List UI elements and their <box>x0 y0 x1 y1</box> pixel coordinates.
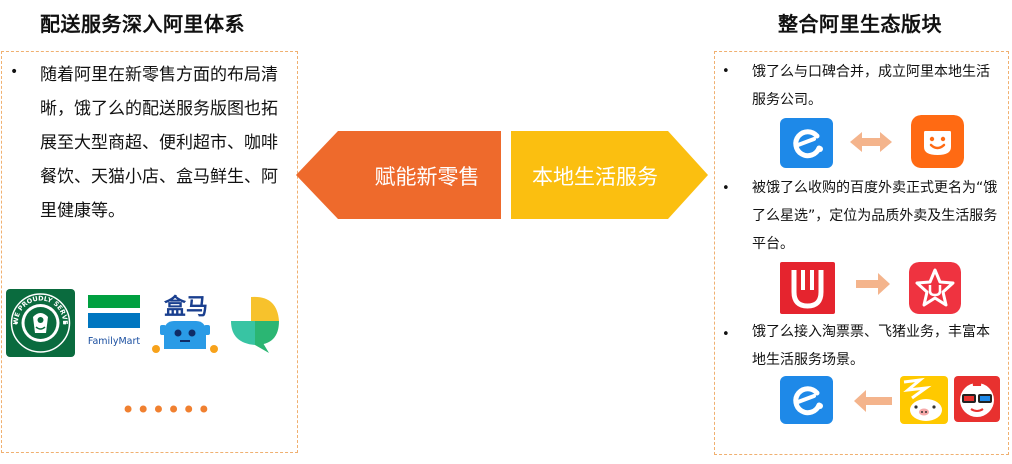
hema-text: 盒马 <box>163 294 208 320</box>
eleme-app-icon-2 <box>780 376 833 424</box>
right-arrow-shape <box>511 131 708 219</box>
hema-logo: 盒马 <box>150 289 220 357</box>
right-panel <box>714 51 1009 455</box>
taopiaopiao-app-icon <box>954 376 1000 422</box>
left-arrow-icon <box>854 390 892 412</box>
double-arrow-icon <box>850 132 892 152</box>
left-arrow-label: 赋能新零售 <box>375 165 480 189</box>
left-bullet-text: 随着阿里在新零售方面的布局清晰，饿了么的配送服务版图也拓展至大型商超、便利超市、… <box>40 65 278 221</box>
center-arrows: 赋能新零售 本地生活服务 <box>296 131 708 219</box>
familymart-logo: FamilyMart <box>88 295 140 347</box>
baidu-waimai-app-icon <box>780 262 835 314</box>
left-arrow-shape <box>296 131 501 219</box>
eleme-xingxuan-app-icon <box>909 262 961 314</box>
right-section-title: 整合阿里生态版块 <box>778 12 942 36</box>
right-bullet-dot-2: • <box>722 181 730 196</box>
eleme-app-icon <box>780 118 833 168</box>
left-panel <box>1 51 298 453</box>
familymart-text: FamilyMart <box>88 336 140 347</box>
right-arrow-icon-1 <box>856 273 890 295</box>
koubei-app-icon <box>911 115 964 168</box>
right-bullet-text-3: 饿了么接入淘票票、飞猪业务，丰富本地生活服务场景。 <box>752 324 990 368</box>
right-bullet-dot-3: • <box>722 327 730 342</box>
more-ellipsis: •••••• <box>121 396 212 424</box>
starbucks-logo: WE PROUDLY SERVE <box>6 289 75 357</box>
right-bullet-text-1: 饿了么与口碑合并，成立阿里本地生活服务公司。 <box>752 64 990 108</box>
left-section-title: 配送服务深入阿里体系 <box>40 12 245 36</box>
right-arrow-label: 本地生活服务 <box>532 165 658 189</box>
ali-health-logo <box>229 295 282 353</box>
left-bullet-dot: • <box>10 64 19 80</box>
right-bullet-dot-1: • <box>722 64 730 79</box>
fliggy-app-icon <box>900 376 948 424</box>
right-bullet-text-2: 被饿了么收购的百度外卖正式更名为“饿了么星选”，定位为品质外卖及生活服务平台。 <box>752 180 998 252</box>
